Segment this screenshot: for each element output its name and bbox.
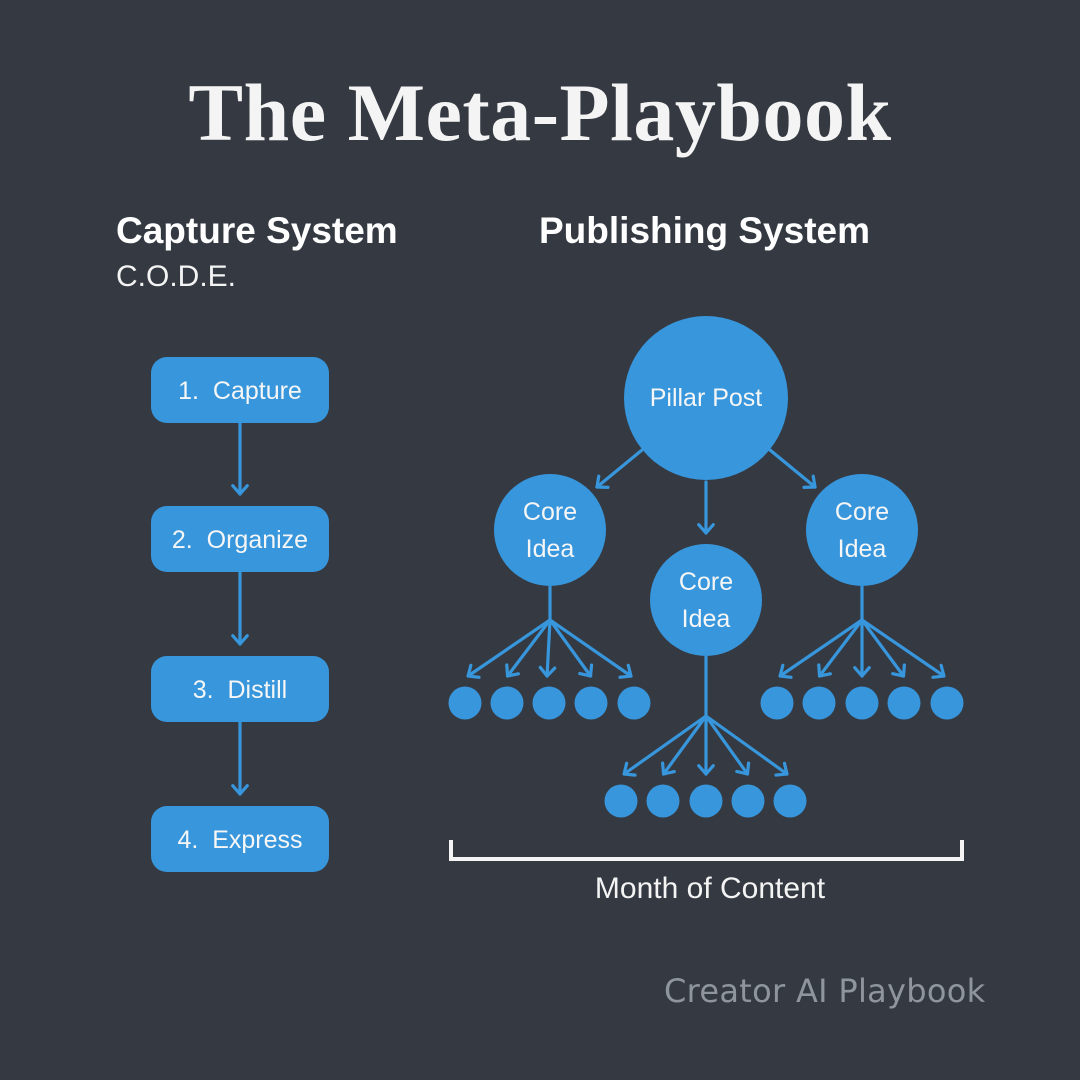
content-arrow bbox=[622, 714, 708, 777]
step-box-capture: 1. Capture bbox=[151, 357, 329, 423]
core-idea-label-line1: Core bbox=[523, 498, 577, 526]
content-piece-dot bbox=[773, 784, 807, 818]
content-arrow bbox=[704, 714, 789, 777]
content-arrow bbox=[704, 714, 751, 776]
content-arrow bbox=[817, 618, 864, 678]
content-arrow bbox=[778, 618, 864, 679]
step-box-distill: 3. Distill bbox=[151, 656, 329, 722]
content-arrow bbox=[466, 618, 552, 679]
flow-arrow bbox=[231, 570, 249, 646]
core-idea-label-line1: Core bbox=[835, 498, 889, 526]
step-box-express: 4. Express bbox=[151, 806, 329, 872]
content-piece-dot bbox=[617, 686, 651, 720]
step-label: 3. Distill bbox=[193, 676, 287, 704]
content-piece-dot bbox=[532, 686, 566, 720]
content-piece-dot bbox=[845, 686, 879, 720]
step-label: 1. Capture bbox=[178, 377, 302, 405]
content-arrow bbox=[548, 618, 633, 679]
content-arrow bbox=[853, 618, 871, 678]
capture-system-subheading: C.O.D.E. bbox=[116, 260, 237, 293]
content-piece-dot bbox=[574, 686, 608, 720]
pillar-to-core-arrow bbox=[768, 448, 817, 489]
content-arrow bbox=[548, 618, 594, 678]
core-idea-label-line2: Idea bbox=[682, 605, 731, 633]
core-idea-label-line2: Idea bbox=[526, 535, 575, 563]
content-piece-dot bbox=[887, 686, 921, 720]
core-idea-fanout bbox=[604, 656, 807, 818]
content-piece-dot bbox=[731, 784, 765, 818]
content-arrow bbox=[538, 618, 557, 678]
content-arrow bbox=[697, 714, 715, 776]
step-label: 2. Organize bbox=[172, 526, 308, 554]
content-piece-dot bbox=[448, 686, 482, 720]
capture-system-heading: Capture System bbox=[116, 210, 398, 251]
month-bracket bbox=[449, 840, 964, 861]
footer-brand: Creator AI Playbook bbox=[664, 972, 986, 1010]
pillar-to-core-arrow bbox=[697, 480, 715, 535]
content-piece-dot bbox=[646, 784, 680, 818]
content-arrow bbox=[661, 714, 708, 776]
flow-arrow bbox=[231, 421, 249, 496]
content-arrow bbox=[860, 618, 906, 678]
content-piece-dot bbox=[930, 686, 964, 720]
content-piece-dot bbox=[760, 686, 794, 720]
content-piece-dot bbox=[689, 784, 723, 818]
content-arrow bbox=[505, 618, 552, 678]
step-box-organize: 2. Organize bbox=[151, 506, 329, 572]
core-idea-fanout bbox=[448, 586, 651, 720]
page-title: The Meta-Playbook bbox=[188, 67, 892, 158]
pillar-post-node: Pillar Post bbox=[624, 316, 788, 480]
flow-arrow bbox=[231, 720, 249, 796]
capture-flow: 1. Capture 2. Organize 3. Distill 4. Expres… bbox=[151, 357, 329, 872]
bracket-line bbox=[449, 840, 964, 861]
pillar-to-core-arrow bbox=[595, 448, 644, 489]
content-piece-dot bbox=[604, 784, 638, 818]
step-label: 4. Express bbox=[177, 826, 302, 854]
core-idea-fanout bbox=[760, 586, 964, 720]
content-arrow bbox=[860, 618, 946, 679]
content-piece-dot bbox=[490, 686, 524, 720]
core-idea-label-line1: Core bbox=[679, 568, 733, 596]
content-piece-dot bbox=[802, 686, 836, 720]
pillar-post-label: Pillar Post bbox=[650, 384, 763, 412]
publishing-system-heading: Publishing System bbox=[539, 210, 871, 251]
core-idea-label-line2: Idea bbox=[838, 535, 887, 563]
month-of-content-label: Month of Content bbox=[594, 872, 826, 905]
